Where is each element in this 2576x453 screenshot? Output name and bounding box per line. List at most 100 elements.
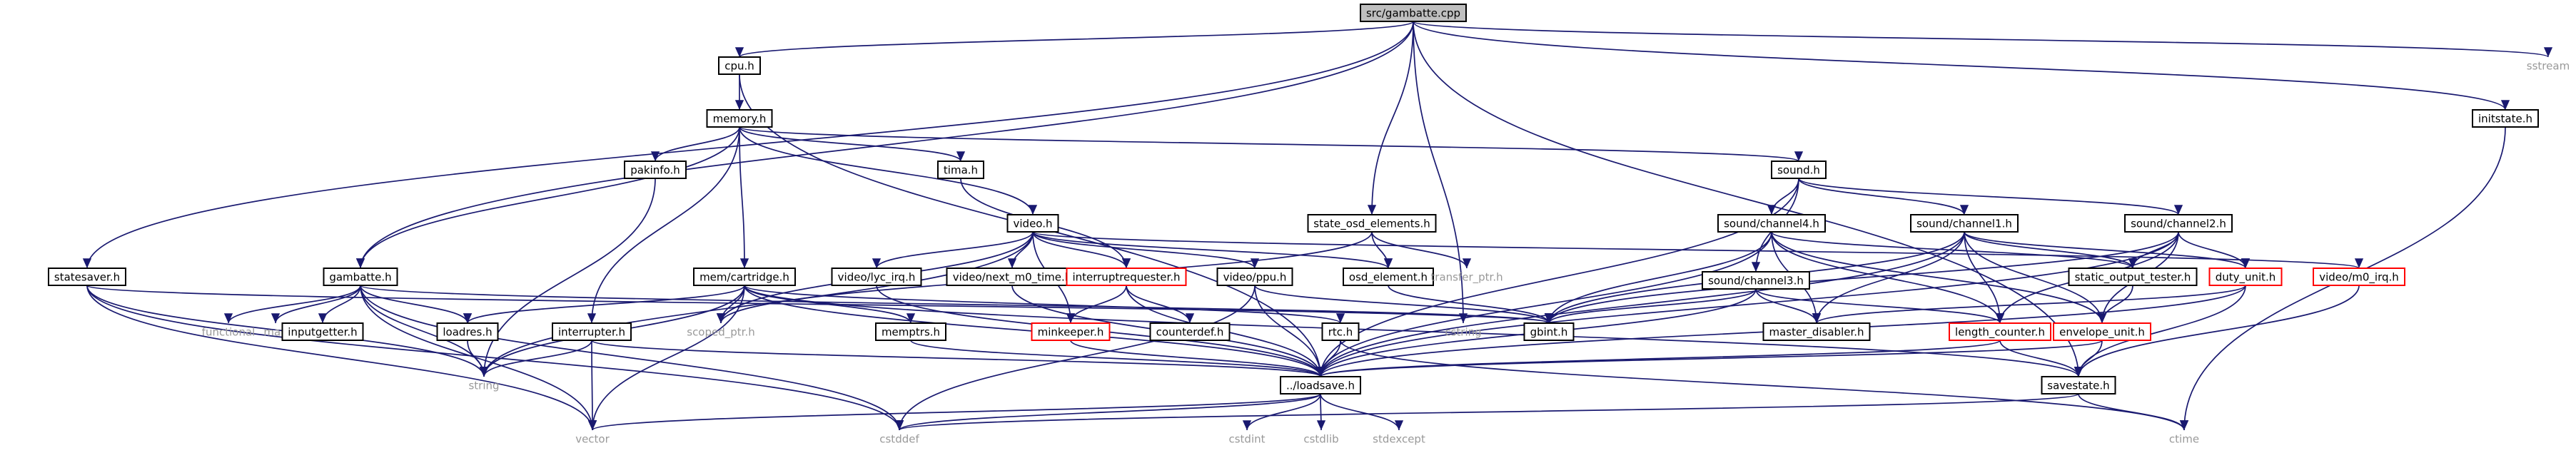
node-video[interactable]: video.h <box>1006 214 1059 233</box>
node-pakinfo[interactable]: pakinfo.h <box>624 161 687 179</box>
edge-video-to-m0_irq <box>1032 231 2363 269</box>
node-map: map <box>263 326 287 339</box>
node-lyc[interactable]: video/lyc_irq.h <box>831 268 922 286</box>
edge-loadsave-to-cstdint <box>1242 393 1321 431</box>
node-inputgetter[interactable]: inputgetter.h <box>281 322 364 341</box>
edge <box>1032 231 1131 269</box>
edge <box>872 231 1034 269</box>
edge <box>1367 21 1414 215</box>
edge <box>744 285 2083 377</box>
edge-state_osd-to-transfer_ptr <box>1371 231 1472 269</box>
node-loadsave[interactable]: ../loadsave.h <box>1280 376 1361 395</box>
node-memory[interactable]: memory.h <box>706 109 773 128</box>
node-cstdint: cstdint <box>1228 433 1265 446</box>
edge-gambatte-to-vector <box>360 285 597 431</box>
edge-video-to-interruptrequester <box>1032 231 1131 269</box>
node-box <box>48 268 126 286</box>
node-duty-unit[interactable]: duty_unit.h <box>2208 268 2283 286</box>
node-label: vector <box>575 433 610 446</box>
node-counterdef[interactable]: counterdef.h <box>1149 322 1231 341</box>
node-memptrs[interactable]: memptrs.h <box>875 322 946 341</box>
node-savestate[interactable]: savestate.h <box>2041 376 2116 395</box>
edge-loadsave-to-stdexcept <box>1320 393 1404 431</box>
edge <box>735 21 1414 58</box>
node-loadres[interactable]: loadres.h <box>436 322 499 341</box>
node-interrupter[interactable]: interrupter.h <box>552 322 632 341</box>
node-cpu[interactable]: cpu.h <box>718 56 761 75</box>
node-label: cstring <box>1445 326 1481 339</box>
edge-envelope_unit-to-loadsave <box>1316 340 2103 377</box>
node-state-osd[interactable]: state_osd_elements.h <box>1307 214 1437 233</box>
node-box <box>1910 214 2019 233</box>
node-label: initstate.h <box>2478 113 2532 126</box>
edge-length_counter-to-savestate <box>1999 340 2083 377</box>
node-rtc[interactable]: rtc.h <box>1321 322 1360 341</box>
node-next-m0[interactable]: video/next_m0_time.h <box>946 268 1079 286</box>
edge-ch4-to-envelope_unit <box>1771 231 2107 324</box>
node-ppu[interactable]: video/ppu.h <box>1216 268 1293 286</box>
edge <box>479 340 592 377</box>
node-static-output[interactable]: static_output_tester.h <box>2068 268 2198 286</box>
node-gbint[interactable]: gbint.h <box>1523 322 1575 341</box>
node-minkeeper[interactable]: minkeeper.h <box>1031 322 1111 341</box>
node-ch3[interactable]: sound/channel3.h <box>1702 271 1810 290</box>
node-box <box>1216 268 1293 286</box>
node-box <box>1343 268 1434 286</box>
edge-gambatte-to-functional <box>223 285 361 324</box>
node-label: master_disabler.h <box>1769 326 1864 340</box>
edge <box>1812 231 1965 324</box>
node-gambatte[interactable]: gambatte.h <box>323 268 398 286</box>
node-sound[interactable]: sound.h <box>1771 161 1827 179</box>
node-m0-irq[interactable]: video/m0_irq.h <box>2313 268 2405 286</box>
edge-loadres-to-string <box>467 340 489 377</box>
node-label: osd_element.h <box>1349 271 1428 285</box>
node-root[interactable]: src/gambatte.cpp <box>1360 4 1467 22</box>
edge-osd_element-to-gbint <box>1388 285 1554 324</box>
edge-loadsave-to-cstdlib <box>1316 393 1326 431</box>
edge-gambatte-to-cstddef <box>360 285 904 431</box>
edge-ch2-to-duty_unit <box>2178 231 2251 269</box>
edge-root-to-cpu <box>735 21 1414 58</box>
edge <box>744 285 1345 324</box>
node-label: statesaver.h <box>54 271 120 284</box>
node-label: memory.h <box>713 113 767 126</box>
node-box <box>2053 322 2151 341</box>
node-ch4[interactable]: sound/channel4.h <box>1717 214 1826 233</box>
node-tima[interactable]: tima.h <box>937 161 984 179</box>
edge-cartridge-to-vector <box>587 285 745 431</box>
edge-static_output-to-envelope_unit <box>2097 285 2133 324</box>
node-envelope-unit[interactable]: envelope_unit.h <box>2053 322 2151 341</box>
node-interruptrequester[interactable]: interruptrequester.h <box>1066 268 1187 286</box>
node-ch1[interactable]: sound/channel1.h <box>1910 214 2019 233</box>
edge-gambatte-to-gbint <box>360 285 1553 324</box>
edge-ch1-to-master_disabler <box>1812 231 1965 324</box>
edge <box>223 285 361 324</box>
edge <box>587 126 740 324</box>
node-box <box>1031 322 1111 341</box>
node-osd-element[interactable]: osd_element.h <box>1343 268 1434 286</box>
edge-root-to-sstream <box>1413 21 2552 58</box>
edge-ch4-to-length_counter <box>1771 231 2005 324</box>
node-initstate[interactable]: initstate.h <box>2472 109 2539 128</box>
node-box <box>1702 271 1810 290</box>
node-ch2[interactable]: sound/channel2.h <box>2124 214 2233 233</box>
node-master-disabler[interactable]: master_disabler.h <box>1762 322 1871 341</box>
node-cstddef: cstddef <box>879 433 919 446</box>
edge-video-to-lyc <box>872 231 1034 269</box>
node-label: duty_unit.h <box>2216 271 2276 285</box>
node-length-counter[interactable]: length_counter.h <box>1949 322 2051 341</box>
node-cartridge[interactable]: mem/cartridge.h <box>693 268 796 286</box>
edge <box>467 340 489 377</box>
edge <box>83 21 1414 269</box>
edge-ppu-to-loadsave <box>1254 285 1325 377</box>
edge <box>1316 393 1326 431</box>
node-statesaver[interactable]: statesaver.h <box>48 268 126 286</box>
edge <box>1964 231 2005 324</box>
node-box <box>1321 322 1360 341</box>
edge <box>86 285 597 431</box>
edge <box>1032 231 1259 269</box>
edge <box>2074 285 2360 377</box>
edge <box>1812 285 2246 324</box>
